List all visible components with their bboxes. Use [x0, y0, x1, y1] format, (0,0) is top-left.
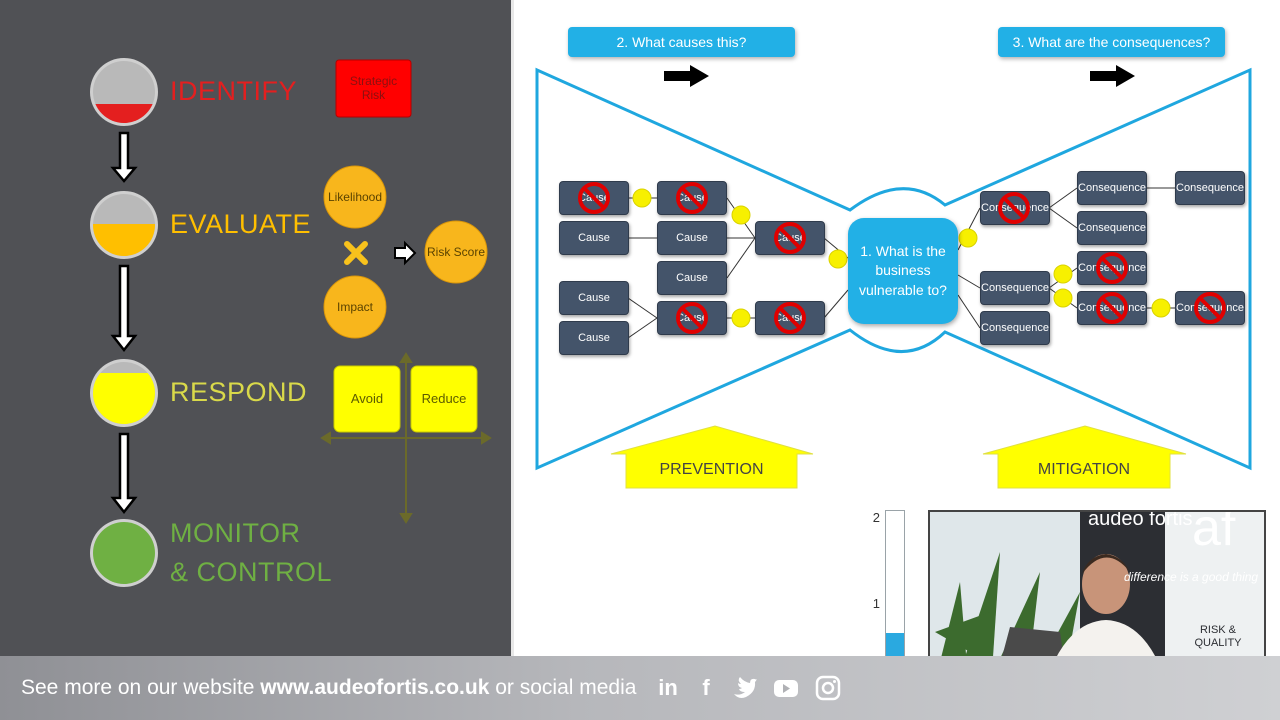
consequence-label: Consequence: [1078, 302, 1146, 314]
consequence-label: Consequence: [1078, 182, 1146, 194]
consequence-box: Consequence: [980, 311, 1050, 345]
cause-label: Cause: [676, 192, 708, 204]
consequence-box: Consequence: [1175, 171, 1245, 205]
respond-stage-circle: [90, 359, 158, 427]
identify-stage-circle: [90, 58, 158, 126]
footer-suffix: or social media: [489, 676, 637, 699]
sign-brand-text: audeo fortis: [1088, 510, 1193, 530]
center-question: 1. What is the business vulnerable to?: [859, 242, 947, 298]
arrow-down-icon: [110, 131, 138, 183]
arrow-right-icon: [664, 65, 709, 87]
consequence-label: Consequence: [1176, 302, 1244, 314]
consequence-box: Consequence: [980, 191, 1050, 225]
cause-label: Cause: [578, 232, 610, 244]
meter-tick-label: 1: [872, 596, 880, 611]
arrow-down-icon: [110, 432, 138, 515]
consequence-label: Consequence: [981, 202, 1049, 214]
cause-box: Cause: [755, 221, 825, 255]
youtube-icon[interactable]: [772, 674, 800, 702]
website-link[interactable]: www.audeofortis.co.uk: [260, 676, 490, 699]
meter-tick-label: 2: [872, 510, 880, 525]
footer-bar: [0, 656, 1280, 720]
bowtie-diagram: [535, 65, 1252, 489]
panel-divider: [511, 0, 514, 656]
causes-question-pill: 2. What causes this?: [568, 27, 795, 57]
sign-tagline: difference is a good thing: [1124, 570, 1259, 584]
cause-label: Cause: [578, 332, 610, 344]
risk-process-panel: [0, 0, 512, 656]
instagram-icon[interactable]: [814, 674, 842, 702]
consequence-box: Consequence: [1077, 251, 1147, 285]
arrow-down-icon: [110, 264, 138, 353]
footer-prefix: See more on our website: [21, 676, 261, 699]
prevention-arrow: [610, 425, 814, 489]
consequence-label: Consequence: [1176, 182, 1244, 194]
mitigation-arrow: [982, 425, 1187, 489]
risk-score-circle: [424, 220, 488, 284]
strategic-risk-box: [335, 59, 412, 118]
cause-label: Cause: [676, 312, 708, 324]
strategic-risk-label: Strategic Risk: [349, 74, 398, 102]
cause-label: Cause: [578, 292, 610, 304]
cause-box: Cause: [657, 261, 727, 295]
cause-box: Cause: [755, 301, 825, 335]
identify-label: IDENTIFY: [170, 76, 298, 106]
risk-process-diagram: [90, 58, 492, 587]
cause-box: Cause: [559, 321, 629, 355]
control-label: & CONTROL: [170, 557, 333, 587]
cause-label: Cause: [578, 192, 610, 204]
cause-box: Cause: [657, 181, 727, 215]
consequence-box: Consequence: [1077, 171, 1147, 205]
arrow-right-icon: [1090, 65, 1135, 87]
avoid-box: [333, 365, 401, 433]
multiply-icon: [344, 241, 368, 265]
cause-box: Cause: [559, 221, 629, 255]
monitor-label: MONITOR: [170, 518, 301, 548]
consequence-box: Consequence: [1175, 291, 1245, 325]
sign-logo-text: af: [1192, 510, 1236, 557]
response-matrix-axes: [320, 352, 492, 524]
mitigation-label: MITIGATION: [1037, 461, 1131, 478]
avoid-label: Avoid: [350, 391, 384, 406]
cause-box: Cause: [559, 281, 629, 315]
consequence-box: Consequence: [1077, 211, 1147, 245]
bowtie-outline: [535, 67, 1252, 471]
prevention-label: PREVENTION: [659, 461, 764, 478]
sign-dept-text: RISK & QUALITY: [1194, 624, 1242, 649]
consequence-label: Consequence: [981, 322, 1049, 334]
monitor-stage-circle: [90, 519, 158, 587]
cause-box: Cause: [559, 181, 629, 215]
consequence-box: Consequence: [1077, 291, 1147, 325]
likelihood-circle: [323, 165, 387, 229]
footer-text: See more on our website www.audeofortis.…: [21, 676, 636, 700]
respond-label: RESPOND: [170, 377, 308, 407]
evaluate-stage-circle: [90, 191, 158, 259]
risk-score-label: Risk Score: [426, 245, 485, 259]
consequence-label: Consequence: [981, 282, 1049, 294]
impact-circle: [323, 275, 387, 339]
cause-box: Cause: [657, 301, 727, 335]
barrier-dots: [632, 188, 1171, 328]
cause-box: Cause: [657, 221, 727, 255]
consequence-box: Consequence: [980, 271, 1050, 305]
facebook-icon[interactable]: f: [702, 675, 710, 700]
linkedin-icon[interactable]: in: [658, 675, 678, 700]
cause-label: Cause: [774, 232, 806, 244]
cause-label: Cause: [774, 312, 806, 324]
cause-label: Cause: [676, 272, 708, 284]
evaluate-label: EVALUATE: [170, 209, 312, 239]
likelihood-label: Likelihood: [327, 190, 383, 204]
consequences-question-pill: 3. What are the consequences?: [998, 27, 1225, 57]
central-event-node: 1. What is the business vulnerable to?: [848, 218, 958, 324]
consequence-label: Consequence: [1078, 262, 1146, 274]
reduce-box: [410, 365, 478, 433]
impact-label: Impact: [336, 300, 373, 314]
reduce-label: Reduce: [421, 391, 467, 406]
consequence-label: Consequence: [1078, 222, 1146, 234]
cause-label: Cause: [676, 232, 708, 244]
twitter-icon[interactable]: [730, 674, 758, 702]
arrow-right-icon: [394, 240, 417, 266]
